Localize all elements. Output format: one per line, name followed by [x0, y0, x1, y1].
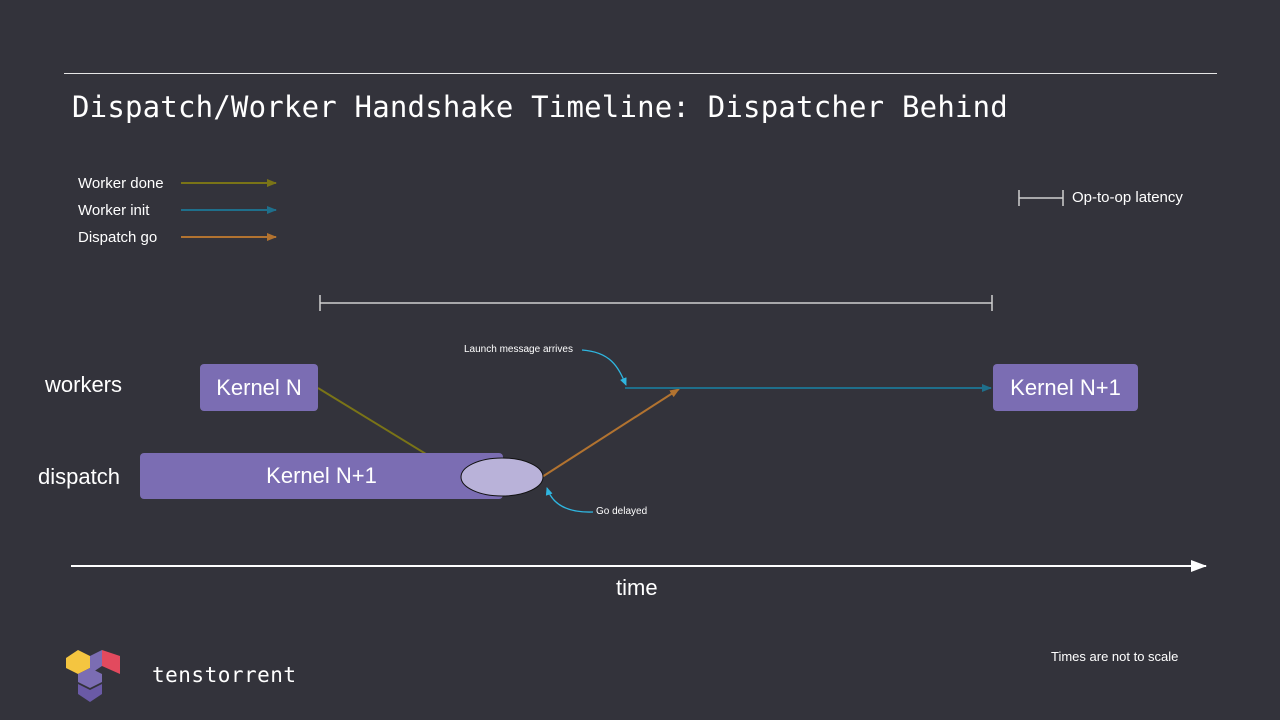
launch-annotation-label: Launch message arrives — [464, 344, 573, 355]
tenstorrent-logo-icon — [66, 650, 120, 702]
not-to-scale-note: Times are not to scale — [1051, 649, 1179, 664]
workers-lane-label: workers — [45, 372, 123, 397]
slide-title: Dispatch/Worker Handshake Timeline: Disp… — [72, 90, 1008, 124]
legend-worker-done-label: Worker done — [78, 175, 164, 192]
launch-annotation-arrow — [581, 349, 627, 386]
latency-legend-label: Op-to-op latency — [1072, 189, 1183, 206]
dispatch-lane-label: dispatch — [38, 464, 120, 489]
latency-legend-bracket — [1018, 190, 1064, 206]
top-divider — [64, 73, 1217, 74]
worker-kernel-n-box: Kernel N — [200, 364, 318, 411]
brand-wordmark: tenstorrent — [152, 663, 297, 687]
worker-kernel-n1-box: Kernel N+1 — [993, 364, 1138, 411]
time-axis-label: time — [616, 575, 658, 600]
legend-worker-init-label: Worker init — [78, 202, 150, 219]
dispatch-go-arrow — [541, 388, 680, 478]
legend-dispatch-go-label: Dispatch go — [78, 229, 158, 246]
go-delay-ellipse — [460, 457, 544, 497]
go-delayed-annotation-arrow — [545, 487, 594, 513]
dispatch-kernel-n1-box: Kernel N+1 — [140, 453, 503, 499]
go-delayed-annotation-label: Go delayed — [596, 506, 648, 517]
latency-span-bracket — [319, 295, 993, 311]
